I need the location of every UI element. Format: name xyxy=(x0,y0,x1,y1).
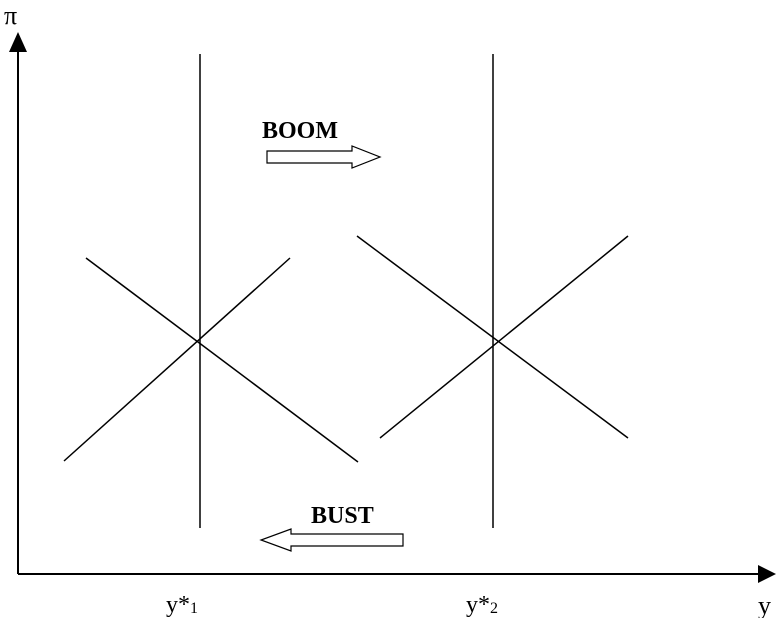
boom-arrow-right xyxy=(266,145,382,169)
right-upward-line xyxy=(379,235,629,439)
tick-label-y1: y*1 xyxy=(166,592,198,618)
left-upward-line xyxy=(63,257,291,462)
tick-label-y2: y*2 xyxy=(466,592,498,618)
y-axis-label: π xyxy=(4,1,17,30)
left-downward-line xyxy=(85,257,359,463)
x-axis-arrowhead xyxy=(758,565,776,583)
y-axis-arrowhead xyxy=(9,32,27,52)
boom-label: BOOM xyxy=(262,118,338,144)
right-downward-line xyxy=(356,235,629,439)
bust-arrow-left xyxy=(259,528,404,552)
x-axis-label: y xyxy=(758,591,771,618)
bust-label: BUST xyxy=(311,503,374,529)
